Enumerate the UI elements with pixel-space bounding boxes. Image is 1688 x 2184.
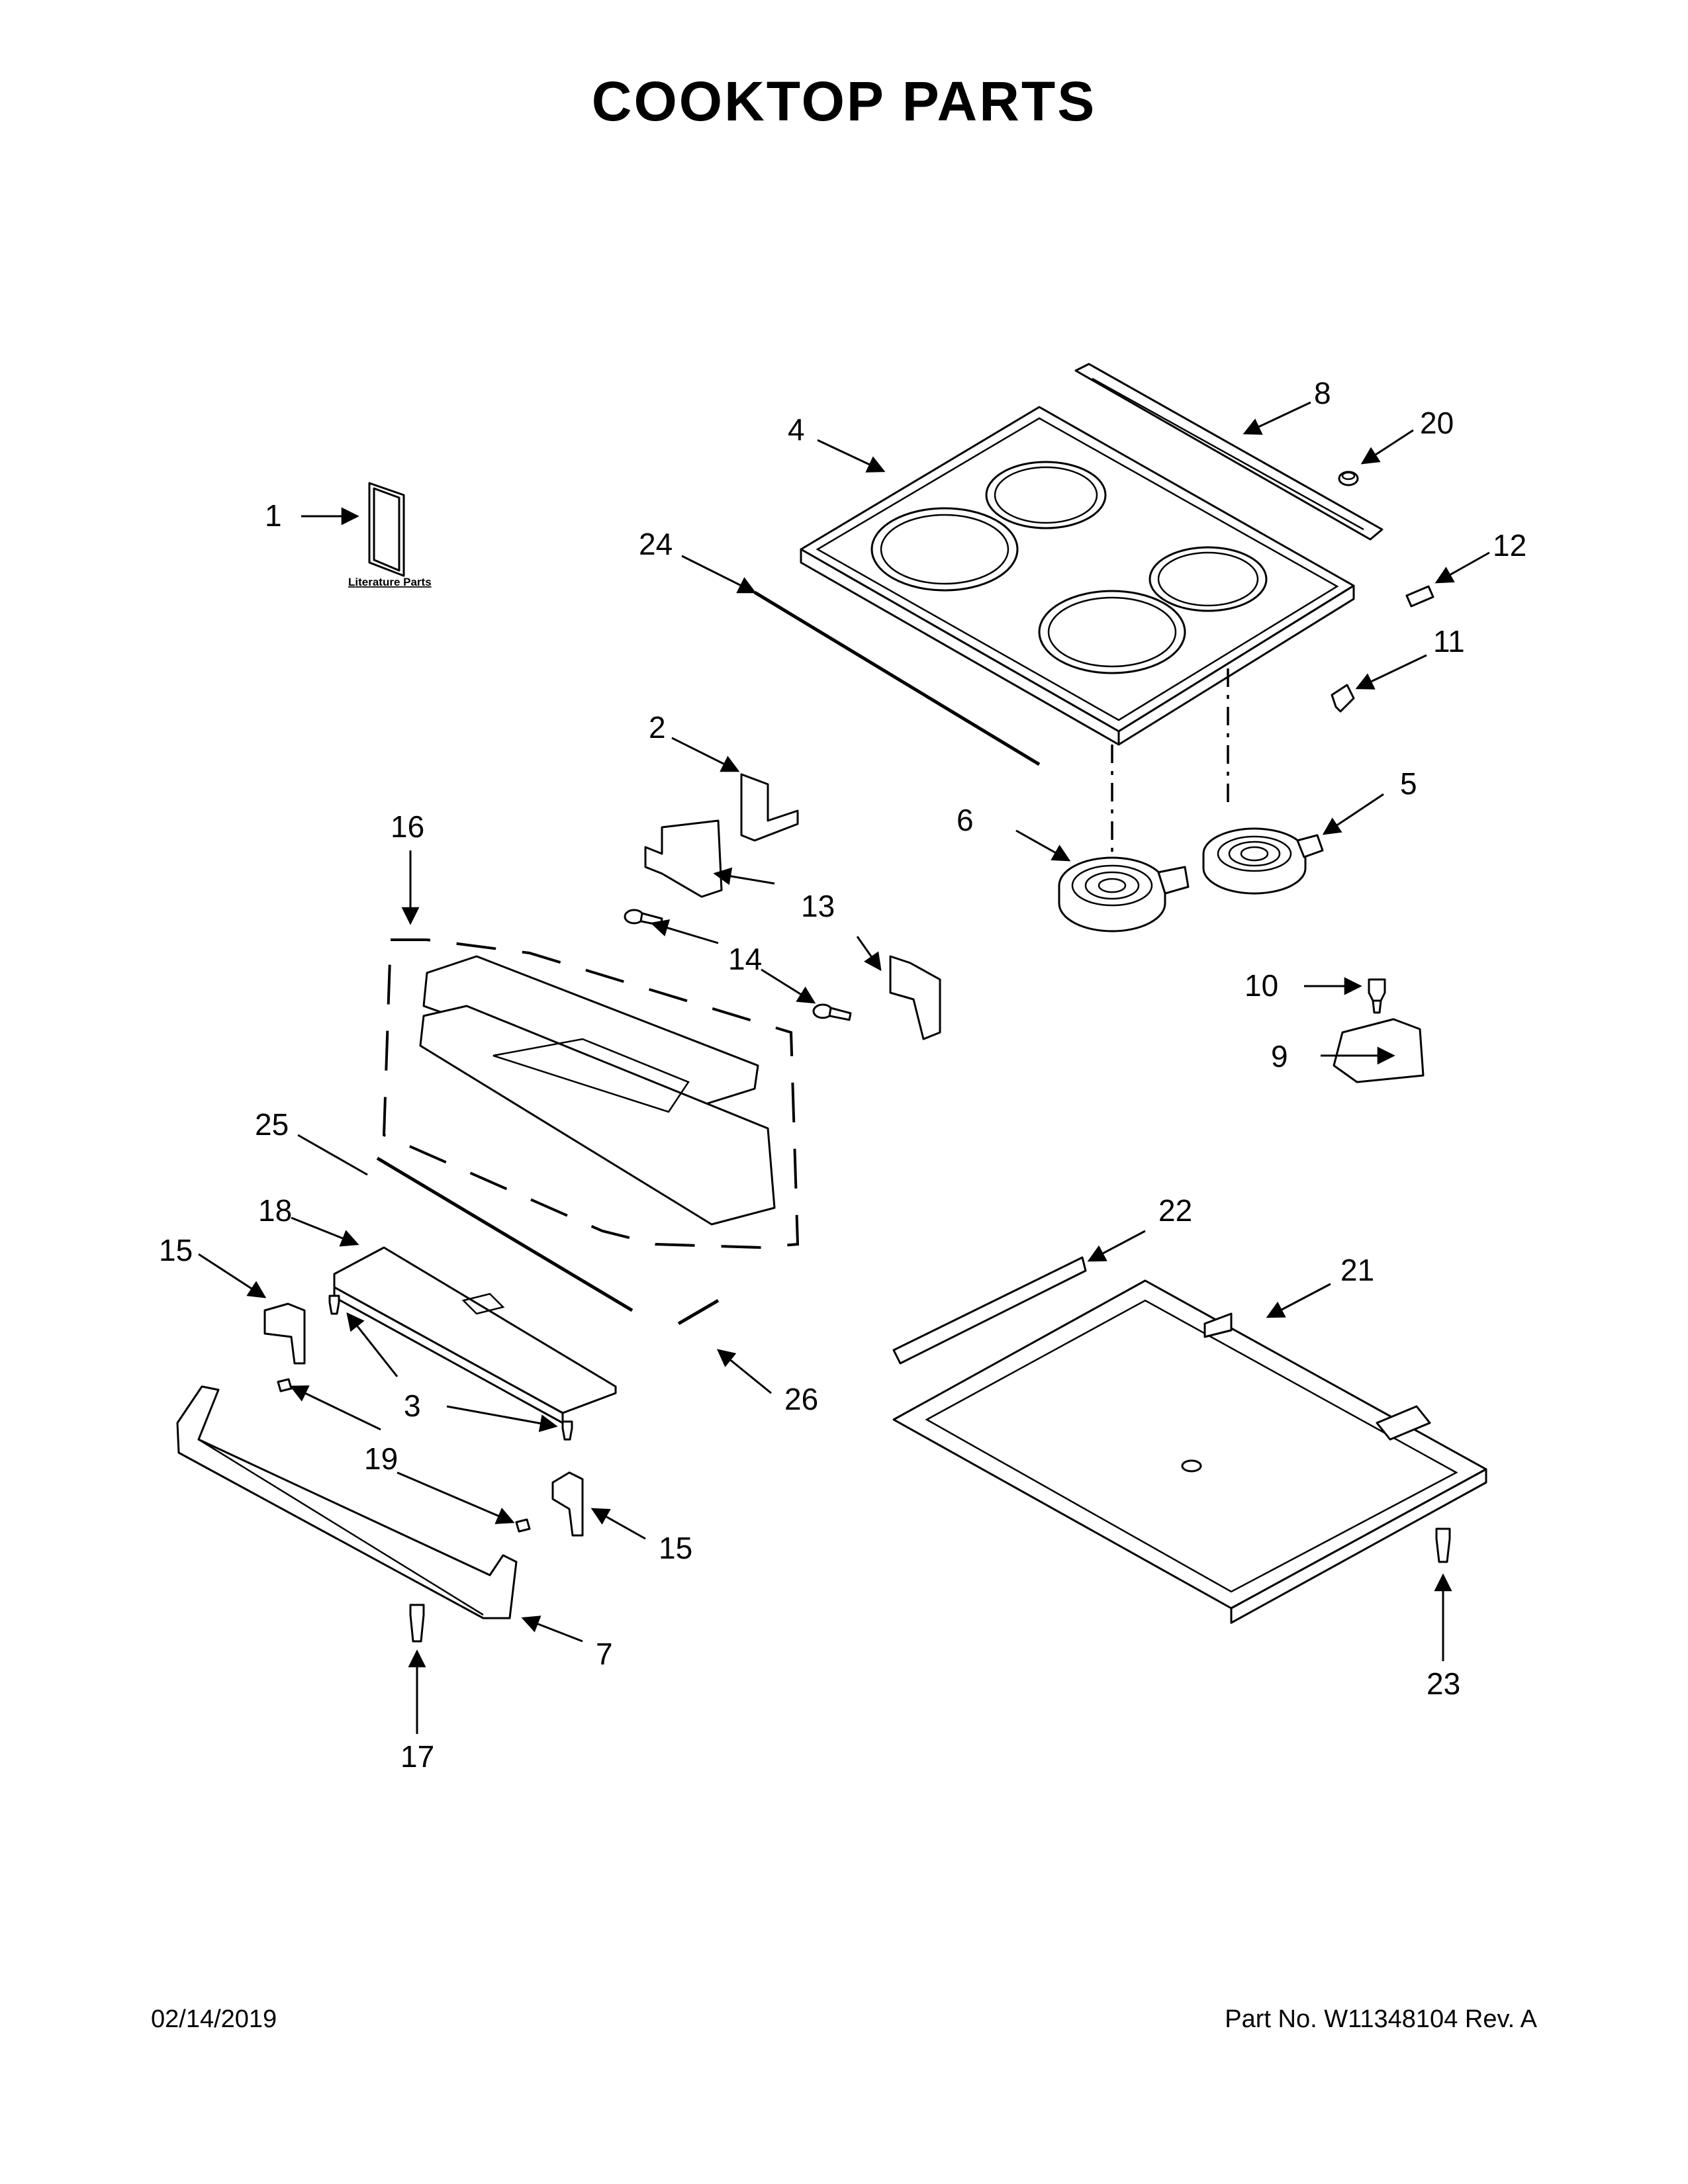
callout-14: 14 <box>728 942 762 976</box>
part-26-seal-strip[interactable] <box>677 1298 720 1326</box>
part-19-screw-left[interactable] <box>277 1378 293 1392</box>
part-11-clip[interactable] <box>1331 684 1355 713</box>
callout-20: 20 <box>1420 406 1454 440</box>
part-14-screw-upper[interactable] <box>624 909 663 927</box>
part-5-radiant-element[interactable] <box>1202 827 1324 895</box>
callout-11: 11 <box>1433 624 1465 659</box>
callout-4: 4 <box>788 412 805 447</box>
page-title: COOKTOP PARTS <box>591 70 1097 132</box>
callout-3: 3 <box>404 1388 421 1423</box>
callout-21: 21 <box>1340 1253 1374 1287</box>
callout-7: 7 <box>596 1637 613 1671</box>
part-2-bracket[interactable] <box>740 773 799 842</box>
part-12-switch[interactable] <box>1405 585 1434 608</box>
part-3-screw-left[interactable] <box>328 1295 340 1315</box>
part-15-bracket-left[interactable] <box>263 1302 306 1365</box>
callout-12: 12 <box>1493 528 1526 563</box>
part-1-literature[interactable]: Literature Parts <box>348 482 432 588</box>
part-24-seal-strip[interactable] <box>753 590 1041 766</box>
part-19-screw-right[interactable] <box>515 1518 531 1533</box>
callout-18: 18 <box>258 1193 292 1228</box>
callout-26: 26 <box>784 1382 818 1416</box>
callout-16: 16 <box>391 809 424 844</box>
part-21-cooktop-support-panel[interactable] <box>892 1279 1487 1624</box>
part-10-screw[interactable] <box>1368 978 1386 1014</box>
footer-part-number: Part No. W11348104 Rev. A <box>1225 2005 1537 2033</box>
callout-24: 24 <box>639 527 673 561</box>
callout-22: 22 <box>1158 1193 1192 1228</box>
part-14-screw-lower[interactable] <box>812 1003 852 1021</box>
part-17-screw[interactable] <box>409 1604 425 1643</box>
part-16-outline <box>382 938 800 1250</box>
callout-8: 8 <box>1314 376 1331 410</box>
part-7-front-trim[interactable] <box>176 1385 518 1619</box>
part-6-radiant-element[interactable] <box>1058 856 1190 933</box>
part-23-screw[interactable] <box>1435 1527 1451 1563</box>
callout-10: 10 <box>1244 968 1278 1003</box>
part-9-bracket[interactable] <box>1333 1018 1425 1083</box>
literature-parts-label: Literature Parts <box>348 576 432 588</box>
part-25-seal-strip[interactable] <box>376 1156 633 1312</box>
part-22-strip[interactable] <box>892 1256 1087 1365</box>
part-13-bracket-upper[interactable] <box>644 819 723 898</box>
callout-25: 25 <box>255 1107 289 1142</box>
callout-15-right: 15 <box>659 1531 692 1565</box>
callout-labels: 1 4 8 20 12 11 24 2 5 6 13 14 16 10 9 22… <box>159 376 1526 1774</box>
part-16-console-assembly[interactable] <box>419 955 776 1226</box>
callout-17: 17 <box>400 1739 434 1774</box>
callout-2: 2 <box>649 710 666 745</box>
part-13-bracket-lower[interactable] <box>889 955 941 1040</box>
callout-5: 5 <box>1400 766 1417 801</box>
callout-1: 1 <box>265 498 282 533</box>
footer-date: 02/14/2019 <box>151 2005 277 2033</box>
callout-19: 19 <box>364 1441 398 1476</box>
part-3-screw-right[interactable] <box>561 1420 573 1441</box>
part-15-bracket-right[interactable] <box>551 1471 584 1537</box>
part-18-control-board[interactable] <box>333 1246 617 1424</box>
leader-lines <box>198 401 1490 1734</box>
callout-6: 6 <box>957 803 974 837</box>
callout-9: 9 <box>1271 1039 1288 1073</box>
part-8-rear-trim[interactable] <box>1074 363 1383 541</box>
callout-23: 23 <box>1427 1666 1460 1701</box>
callout-13: 13 <box>801 889 835 923</box>
part-20-grommet[interactable] <box>1338 471 1359 486</box>
callout-15-left: 15 <box>159 1233 193 1267</box>
part-4-cooktop-glass[interactable] <box>800 406 1355 746</box>
